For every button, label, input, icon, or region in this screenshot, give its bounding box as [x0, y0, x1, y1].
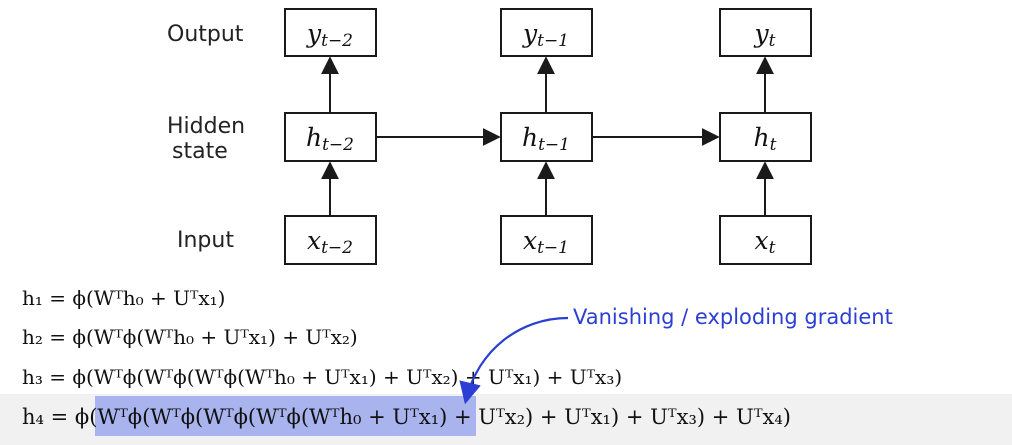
svg-text:xt: xt — [755, 226, 776, 258]
annotation-arrow — [459, 316, 569, 405]
row-label-output: Output — [167, 22, 244, 47]
input-node-3: xt — [719, 215, 812, 265]
output-node-2: yt−1 — [500, 8, 593, 57]
svg-text:ht: ht — [754, 123, 777, 155]
output-node-3: yt — [719, 8, 812, 57]
equation-h2: h₂ = ϕ(Wᵀϕ(Wᵀh₀ + Uᵀx₁) + Uᵀx₂) — [22, 325, 358, 349]
gradient-highlight — [95, 396, 476, 436]
row-label-hidden-line1: Hidden — [167, 114, 245, 139]
svg-text:ht−1: ht−1 — [522, 123, 570, 155]
svg-text:yt: yt — [754, 19, 776, 51]
equation-h1: h₁ = ϕ(Wᵀh₀ + Uᵀx₁) — [22, 286, 226, 310]
svg-text:ht−2: ht−2 — [306, 123, 354, 155]
equation-h4: h₄ = ϕ(Wᵀϕ(Wᵀϕ(Wᵀϕ(Wᵀϕ(Wᵀh₀ + Uᵀx₁) + Uᵀ… — [22, 405, 791, 429]
row-label-input: Input — [177, 228, 234, 253]
svg-text:xt−2: xt−2 — [307, 226, 353, 258]
row-label-hidden-line2: state — [172, 139, 228, 164]
svg-text:yt−1: yt−1 — [522, 19, 569, 51]
output-node-1: yt−2 — [284, 8, 377, 57]
svg-text:yt−2: yt−2 — [306, 19, 353, 51]
svg-text:xt−1: xt−1 — [523, 226, 569, 258]
gradient-annotation: Vanishing / exploding gradient — [573, 305, 893, 329]
input-node-1: xt−2 — [284, 215, 377, 265]
equation-h3: h₃ = ϕ(Wᵀϕ(Wᵀϕ(Wᵀϕ(Wᵀh₀ + Uᵀx₁) + Uᵀx₂) … — [22, 365, 622, 389]
hidden-node-1: ht−2 — [284, 112, 377, 162]
input-node-2: xt−1 — [500, 215, 593, 265]
hidden-node-2: ht−1 — [500, 112, 593, 162]
hidden-node-3: ht — [719, 112, 812, 162]
